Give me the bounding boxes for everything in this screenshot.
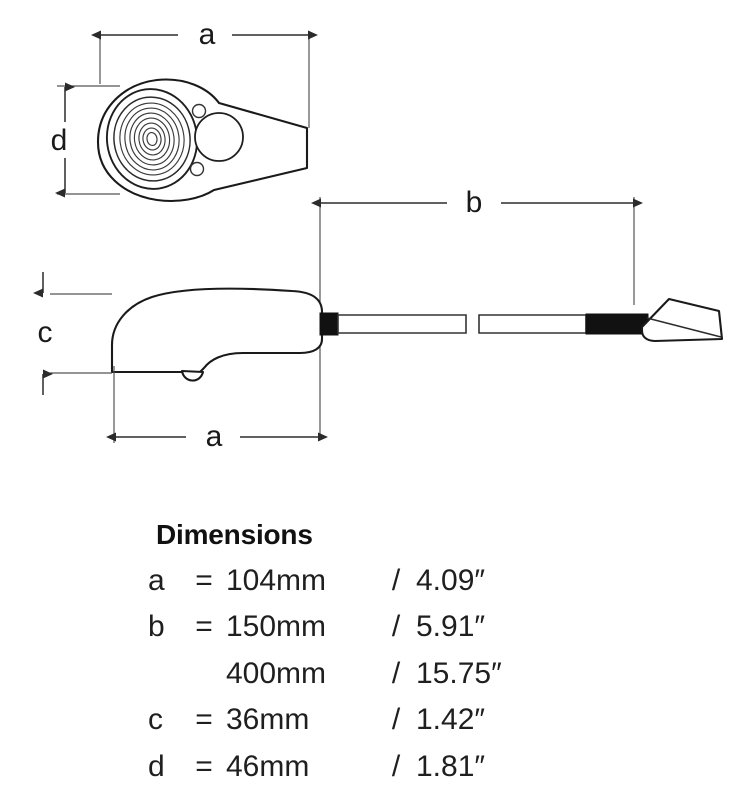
dimension-a-top: a (91, 18, 318, 128)
dimension-in-value: 15.75″ (416, 656, 502, 690)
cable-segment-right (478, 314, 587, 334)
dimension-d-left: d (51, 82, 120, 198)
dimension-separator: / (391, 656, 401, 690)
dimension-equals: = (195, 749, 213, 783)
inline-cable-module (585, 313, 649, 335)
screw-hole-top (191, 103, 207, 119)
dimensions-table-wrapper: Dimensions a = 104mm / 4.09″ b = 150mm /… (148, 518, 578, 791)
dimensions-title: Dimensions (156, 519, 313, 550)
dimension-c-side: c (33, 272, 112, 395)
housing-side-outline (110, 287, 324, 374)
underside-bump (180, 369, 205, 382)
dimensions-table: a = 104mm / 4.09″ b = 150mm / 5.91″ 400m… (148, 558, 502, 791)
top-view-drawing (96, 78, 309, 203)
dimension-in-value: 4.09″ (416, 563, 486, 597)
diaphragm-ring-4 (133, 117, 171, 161)
connector-plug (640, 297, 724, 343)
dimension-key (148, 651, 182, 698)
diaphragm-ring-5 (138, 122, 166, 156)
driver-bezel-inner (113, 96, 191, 182)
dimension-label-c: c (38, 316, 53, 349)
dimension-label-a-bottom: a (206, 420, 223, 453)
dimension-a-bottom: a (106, 366, 328, 453)
strain-relief-block (319, 312, 339, 336)
port-hole-large (194, 112, 244, 162)
diaphragm-ring-3 (129, 112, 175, 166)
dimension-equals (182, 651, 226, 698)
dimension-in-value: 1.81″ (416, 749, 486, 783)
dimension-label-b: b (466, 186, 483, 219)
dimension-key: d (148, 749, 165, 783)
table-row: d = 46mm / 1.81″ (148, 744, 502, 791)
dimension-mm-value: 150mm (226, 610, 327, 644)
dimension-mm-value: 104mm (226, 563, 327, 597)
dimension-equals: = (195, 563, 213, 597)
table-row: b = 150mm / 5.91″ (148, 604, 502, 651)
diaphragm-ring-6 (142, 127, 162, 151)
dimension-equals: = (195, 610, 213, 644)
connector-plug-facet (646, 317, 722, 338)
dimension-separator: / (391, 703, 401, 737)
table-row: 400mm / 15.75″ (148, 651, 502, 698)
dimension-separator: / (391, 610, 401, 644)
table-row: a = 104mm / 4.09″ (148, 558, 502, 605)
cable-segment-left (337, 314, 467, 334)
table-row: c = 36mm / 1.42″ (148, 697, 502, 744)
diaphragm-center (146, 131, 158, 147)
screw-hole-bottom (189, 161, 205, 177)
dimension-mm-value: 400mm (226, 656, 327, 690)
diaphragm-ring-1 (119, 102, 185, 176)
dimension-key: c (148, 703, 163, 737)
side-view-drawing (110, 287, 724, 382)
dimension-key: b (148, 610, 165, 644)
dimension-in-value: 5.91″ (416, 610, 486, 644)
diaphragm-ring-2 (124, 107, 180, 171)
dimension-separator: / (391, 749, 401, 783)
dimension-b-cable: b (311, 186, 643, 436)
dimension-equals: = (195, 703, 213, 737)
dimension-in-value: 1.42″ (416, 703, 486, 737)
dimension-separator: / (391, 563, 401, 597)
dimension-mm-value: 46mm (226, 749, 310, 783)
dimension-key: a (148, 563, 165, 597)
dimension-label-a-top: a (199, 18, 216, 51)
dimension-label-d: d (51, 124, 68, 157)
dimension-mm-value: 36mm (226, 703, 310, 737)
